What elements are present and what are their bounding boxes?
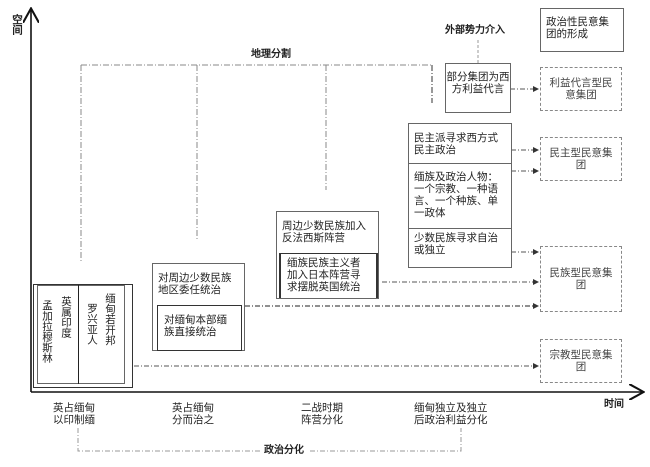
stage-label-line: 分而治之 bbox=[172, 414, 214, 426]
external-intervention-label: 外部势力介入 bbox=[445, 25, 505, 36]
stage-label-line: 二战时期 bbox=[301, 402, 343, 414]
stage4-democrats: 民主派寻求西方式民主政治 bbox=[409, 124, 511, 164]
stage-label-1: 英占缅甸 以印制缅 bbox=[53, 402, 95, 426]
legend-text: 政治性民意集团的形成 bbox=[546, 16, 609, 40]
stage2-outer-text: 对周边少数民族地区委任统治 bbox=[158, 272, 232, 296]
stage1-rakhine: 缅甸若开邦 bbox=[104, 293, 116, 346]
stage4-box: 民主派寻求西方式民主政治 缅族及政治人物：一个宗教、一种语言、一个种族、单一政体… bbox=[408, 123, 512, 268]
outcome-interest-group: 利益代言型民意集团 bbox=[540, 67, 622, 111]
political-division-bracket bbox=[77, 428, 462, 452]
outcome-democratic-group: 民主型民意集团 bbox=[540, 137, 622, 181]
stage4-bamar-politicians: 缅族及政治人物：一个宗教、一种语言、一个种族、单一政体 bbox=[409, 164, 511, 229]
outcome-ethnic-text: 民族型民意集团 bbox=[549, 267, 613, 291]
stage3-inner-box: 缅族民族主义者加入日本阵营寻求摆脱英国统治 bbox=[279, 253, 378, 298]
outcome-interest-text: 利益代言型民意集团 bbox=[549, 77, 613, 101]
external-interest-box: 部分集团为西方利益代言 bbox=[445, 63, 511, 113]
stage-label-line: 阵营分化 bbox=[301, 414, 343, 426]
stage-label-line: 缅甸独立及独立 bbox=[414, 402, 488, 414]
stage-label-4: 缅甸独立及独立 后政治利益分化 bbox=[414, 402, 488, 426]
stage1-divider bbox=[78, 285, 79, 384]
stage3-inner-text: 缅族民族主义者加入日本阵营寻求摆脱英国统治 bbox=[287, 257, 361, 293]
legend-political-group-box: 政治性民意集团的形成 bbox=[540, 8, 624, 52]
geo-division-label: 地理分割 bbox=[251, 49, 291, 60]
outcome-ethnic-group: 民族型民意集团 bbox=[540, 246, 622, 312]
political-division-label: 政治分化 bbox=[264, 445, 304, 456]
stage-label-line: 英占缅甸 bbox=[53, 402, 95, 414]
stage2-inner-box: 对缅甸本部缅族直接统治 bbox=[157, 305, 242, 351]
geo-division-bracket bbox=[80, 64, 433, 263]
stage1-bengali-muslims: 孟加拉穆斯林 bbox=[41, 300, 53, 363]
stage-label-3: 二战时期 阵营分化 bbox=[301, 402, 343, 426]
stage4-minorities: 少数民族寻求自治或独立 bbox=[414, 232, 498, 256]
external-interest-text: 部分集团为西方利益代言 bbox=[446, 71, 510, 95]
y-axis-label: 空间 bbox=[11, 14, 23, 35]
stage1-rohingya: 罗兴亚人 bbox=[86, 303, 98, 345]
stage-label-line: 后政治利益分化 bbox=[414, 414, 488, 426]
stage1-british-india: 英属印度 bbox=[60, 296, 72, 338]
outcome-democratic-text: 民主型民意集团 bbox=[549, 147, 613, 171]
x-axis-label: 时间 bbox=[604, 399, 624, 410]
stage-label-line: 英占缅甸 bbox=[172, 402, 214, 414]
stage2-inner-text: 对缅甸本部缅族直接统治 bbox=[164, 314, 227, 338]
stage-label-2: 英占缅甸 分而治之 bbox=[172, 402, 214, 426]
stage3-outer-text: 周边少数民族加入反法西斯阵营 bbox=[282, 220, 366, 244]
stage-label-line: 以印制缅 bbox=[53, 414, 95, 426]
outcome-religious-group: 宗教型民意集团 bbox=[540, 339, 622, 383]
stage1-box bbox=[37, 285, 125, 384]
outcome-religious-text: 宗教型民意集团 bbox=[549, 349, 613, 373]
